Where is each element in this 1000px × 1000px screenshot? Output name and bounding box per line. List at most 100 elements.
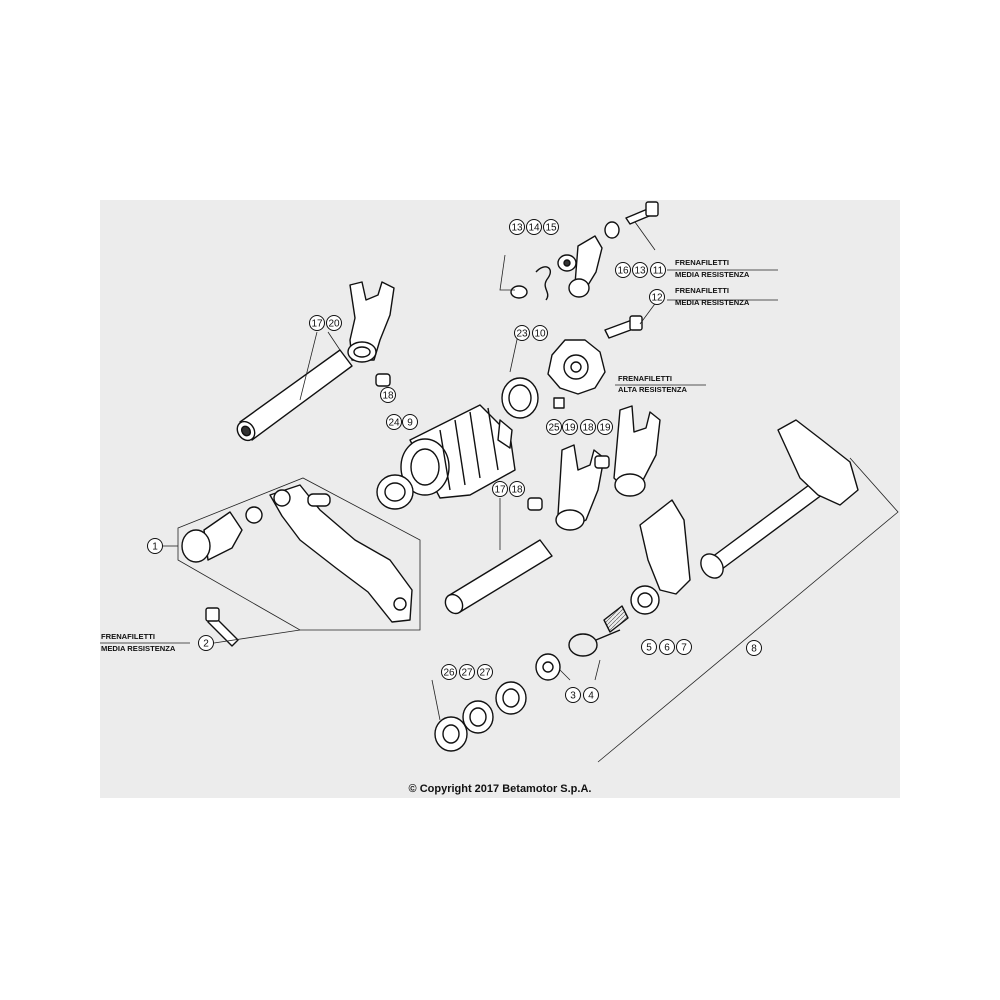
bearing-26 xyxy=(434,716,468,752)
threadlock-notes: FRENAFILETTI MEDIA RESISTENZA FRENAFILET… xyxy=(101,258,750,653)
svg-text:23: 23 xyxy=(516,329,528,340)
shift-fork-lower-left xyxy=(527,444,605,531)
svg-text:16: 16 xyxy=(617,266,629,277)
callout-19: 19 xyxy=(597,419,613,435)
svg-text:14: 14 xyxy=(528,223,540,234)
svg-text:1: 1 xyxy=(152,542,158,553)
shaft-collar-6 xyxy=(630,585,660,615)
callout-13: 13 xyxy=(632,262,648,278)
selector-lever-group xyxy=(510,201,659,301)
svg-text:6: 6 xyxy=(664,643,670,654)
callout-7: 7 xyxy=(676,639,692,655)
callout-3: 3 xyxy=(565,687,581,703)
callout-4: 4 xyxy=(583,687,599,703)
callout-17: 17 xyxy=(492,481,508,497)
callout-16: 16 xyxy=(615,262,631,278)
bearing-27b xyxy=(495,681,527,715)
callout-18: 18 xyxy=(580,419,596,435)
fork-shaft-upper xyxy=(236,349,353,442)
callout-24: 24 xyxy=(386,414,402,430)
callout-14: 14 xyxy=(526,219,542,235)
washer-3 xyxy=(535,653,561,681)
torsion-spring-4 xyxy=(568,629,621,657)
svg-text:FRENAFILETTI: FRENAFILETTI xyxy=(101,632,155,641)
callout-18: 18 xyxy=(509,481,525,497)
callout-26: 26 xyxy=(441,664,457,680)
callout-20: 20 xyxy=(326,315,342,331)
callout-27: 27 xyxy=(477,664,493,680)
svg-text:26: 26 xyxy=(443,668,455,679)
index-star-wheel xyxy=(547,339,606,409)
svg-text:27: 27 xyxy=(479,668,491,679)
gear-pedal xyxy=(181,484,413,623)
callout-markers: 1 2 3 4 5 6 7 8 9 10 11 12 13 13 14 15 1… xyxy=(147,219,762,703)
callout-17: 17 xyxy=(309,315,325,331)
note-12: FRENAFILETTI MEDIA RESISTENZA xyxy=(675,286,750,307)
callout-8: 8 xyxy=(746,640,762,656)
svg-text:3: 3 xyxy=(570,691,576,702)
svg-text:FRENAFILETTI: FRENAFILETTI xyxy=(675,286,729,295)
svg-text:2: 2 xyxy=(203,639,209,650)
leader-lines xyxy=(100,221,899,763)
drum-bearing xyxy=(376,474,414,510)
callout-15: 15 xyxy=(543,219,559,235)
callout-1: 1 xyxy=(147,538,163,554)
svg-text:MEDIA RESISTENZA: MEDIA RESISTENZA xyxy=(675,298,750,307)
callout-5: 5 xyxy=(641,639,657,655)
svg-text:10: 10 xyxy=(534,329,546,340)
callout-13: 13 xyxy=(509,219,525,235)
svg-text:13: 13 xyxy=(634,266,646,277)
bolt-12 xyxy=(604,315,643,339)
svg-text:27: 27 xyxy=(461,668,473,679)
gear-shift-shaft xyxy=(639,419,859,595)
copyright-text: © Copyright 2017 Betamotor S.p.A. xyxy=(408,783,592,795)
callout-25: 25 xyxy=(546,419,562,435)
svg-text:15: 15 xyxy=(545,223,557,234)
callout-27: 27 xyxy=(459,664,475,680)
svg-text:18: 18 xyxy=(582,423,594,434)
pedal-bolt xyxy=(205,607,239,647)
svg-text:12: 12 xyxy=(651,293,663,304)
svg-text:13: 13 xyxy=(511,223,523,234)
callout-19: 19 xyxy=(562,419,578,435)
svg-text:17: 17 xyxy=(494,485,506,496)
callout-18: 18 xyxy=(380,387,396,403)
svg-text:11: 11 xyxy=(653,266,664,277)
callout-9: 9 xyxy=(402,414,418,430)
drum-bearing-right xyxy=(501,377,539,419)
shift-drum xyxy=(400,404,516,499)
svg-text:FRENAFILETTI: FRENAFILETTI xyxy=(675,258,729,267)
note-25: FRENAFILETTI ALTA RESISTENZA xyxy=(618,374,688,394)
note-11: FRENAFILETTI MEDIA RESISTENZA xyxy=(675,258,750,279)
callout-23: 23 xyxy=(514,325,530,341)
svg-text:18: 18 xyxy=(511,485,523,496)
svg-text:9: 9 xyxy=(407,418,413,429)
shift-fork-lower-right xyxy=(594,405,661,497)
bearing-27a xyxy=(462,700,494,734)
svg-text:FRENAFILETTI: FRENAFILETTI xyxy=(618,374,672,383)
svg-text:8: 8 xyxy=(751,644,757,655)
return-spring-5 xyxy=(603,605,629,633)
svg-text:5: 5 xyxy=(646,643,652,654)
callout-2: 2 xyxy=(198,635,214,651)
svg-text:ALTA RESISTENZA: ALTA RESISTENZA xyxy=(618,385,688,394)
svg-text:4: 4 xyxy=(588,691,594,702)
callout-6: 6 xyxy=(659,639,675,655)
callout-12: 12 xyxy=(649,289,665,305)
shift-fork-upper xyxy=(347,281,395,387)
svg-text:20: 20 xyxy=(328,319,340,330)
callout-11: 11 xyxy=(650,262,666,278)
svg-text:25: 25 xyxy=(548,423,560,434)
svg-text:18: 18 xyxy=(382,391,394,402)
svg-text:17: 17 xyxy=(311,319,323,330)
svg-text:19: 19 xyxy=(564,423,576,434)
svg-text:24: 24 xyxy=(388,418,400,429)
note-2: FRENAFILETTI MEDIA RESISTENZA xyxy=(101,632,176,653)
callout-10: 10 xyxy=(532,325,548,341)
svg-text:MEDIA RESISTENZA: MEDIA RESISTENZA xyxy=(675,270,750,279)
fork-shaft-lower xyxy=(444,539,553,615)
svg-text:19: 19 xyxy=(599,423,611,434)
svg-text:7: 7 xyxy=(681,643,687,654)
